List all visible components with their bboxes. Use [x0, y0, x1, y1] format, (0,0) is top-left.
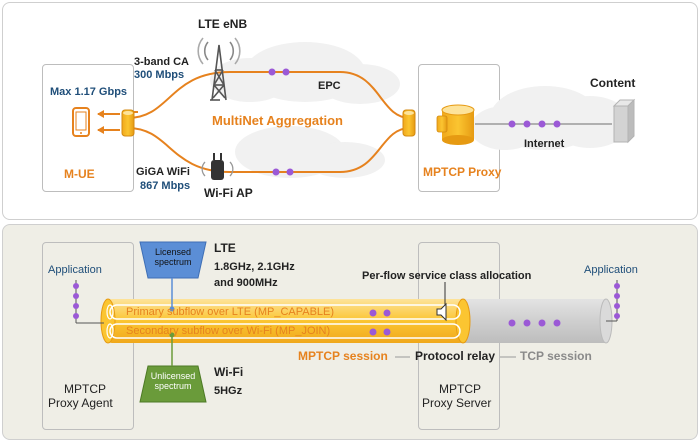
unlicensed-line-2: spectrum	[154, 380, 192, 391]
phone-icon	[72, 107, 90, 137]
lte-bands-line1: 1.8GHz, 2.1GHz	[214, 261, 295, 273]
proxy-server-line2: Proxy Server	[422, 396, 492, 410]
licensed-spectrum-label: Licensed spectrum	[148, 247, 198, 268]
wifi-speed: 867 Mbps	[140, 180, 191, 192]
lte-bands-line2: and 900MHz	[214, 277, 278, 289]
lte-enb-label: LTE eNB	[198, 17, 248, 31]
proxy-server-line1: MPTCP	[439, 382, 481, 396]
proxy-agent-line1: MPTCP	[64, 382, 106, 396]
wifi-ap-label: Wi-Fi AP	[204, 186, 253, 200]
protocol-relay-label: Protocol relay	[415, 349, 496, 363]
packet-dots-bottom	[73, 283, 620, 336]
wifi-title: Wi-Fi	[214, 365, 244, 379]
max-speed-label: Max 1.17 Gbps	[50, 86, 128, 98]
internet-label: Internet	[524, 138, 565, 150]
secondary-subflow-label: Secondary subflow over Wi-Fi (MP_JOIN)	[126, 325, 331, 337]
ca-speed: 300 Mbps	[134, 69, 185, 81]
primary-subflow-label: Primary subflow over LTE (MP_CAPABLE)	[126, 306, 335, 318]
proxy-agent-line2: Proxy Agent	[48, 396, 113, 410]
aggregation-label: MultiNet Aggregation	[212, 113, 343, 128]
mue-label: M-UE	[64, 167, 95, 181]
tower-icon	[197, 37, 241, 101]
epc-label: EPC	[318, 80, 341, 92]
wifi-band: 5HGz	[214, 385, 243, 397]
application-left: Application	[48, 264, 102, 276]
application-right: Application	[584, 264, 638, 276]
proxy-connector-icon	[402, 109, 416, 137]
unlicensed-line-1: Unlicensed	[150, 371, 196, 381]
wifi-link-path	[127, 127, 411, 173]
tcp-session-label: TCP session	[520, 349, 592, 363]
unlicensed-spectrum-shape	[139, 332, 207, 403]
lte-title: LTE	[214, 241, 236, 255]
mptcp-session-label: MPTCP session	[298, 349, 388, 363]
licensed-line-1: Licensed	[154, 247, 192, 257]
wifi-label: GiGA WiFi	[136, 166, 190, 178]
server-icon	[612, 98, 636, 144]
licensed-line-2: spectrum	[154, 256, 192, 267]
router-icon	[201, 153, 234, 180]
service-class-label: Per-flow service class allocation	[362, 270, 532, 282]
lte-link-path	[127, 71, 411, 119]
packet-dots-top	[268, 68, 561, 176]
speaker-icon	[436, 302, 447, 322]
content-label: Content	[590, 76, 636, 90]
ca-label: 3-band CA	[134, 56, 189, 68]
mptcp-proxy-label: MPTCP Proxy	[423, 165, 502, 179]
unlicensed-spectrum-label: Unlicensed spectrum	[146, 371, 200, 392]
cloud-icon	[210, 42, 630, 178]
database-icon	[436, 104, 475, 145]
licensed-spectrum-shape	[139, 241, 207, 312]
mue-connector-icon	[121, 109, 135, 137]
